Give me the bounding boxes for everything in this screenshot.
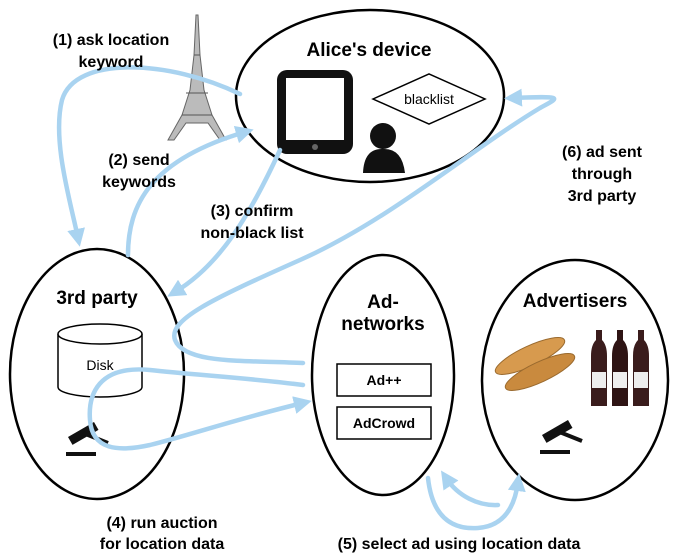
blacklist-box: blacklist bbox=[371, 73, 487, 125]
step-2-label: (2) send keywords bbox=[102, 152, 176, 191]
step-6-label: (6) ad sent through 3rd party bbox=[562, 144, 643, 205]
ad-network-item: AdCrowd bbox=[336, 406, 432, 440]
flow-step-2 bbox=[125, 125, 254, 258]
person-icon bbox=[363, 123, 405, 173]
flow-step-4 bbox=[87, 367, 312, 451]
step-3-label: (3) confirm non-black list bbox=[200, 203, 304, 242]
advertisers-node bbox=[480, 258, 670, 502]
svg-text:(5) select ad using location d: (5) select ad using location data bbox=[338, 536, 581, 553]
step-5-label: (5) select ad using location data bbox=[338, 536, 581, 553]
svg-text:3rd party: 3rd party bbox=[568, 188, 637, 205]
tablet-icon bbox=[277, 70, 353, 154]
svg-text:(3) confirm: (3) confirm bbox=[211, 203, 294, 220]
svg-text:keywords: keywords bbox=[102, 174, 176, 191]
svg-text:(2) send: (2) send bbox=[108, 152, 169, 169]
flow-step-5 bbox=[425, 473, 526, 531]
svg-text:through: through bbox=[572, 166, 632, 183]
svg-text:(6) ad sent: (6) ad sent bbox=[562, 144, 643, 161]
flow-step-6 bbox=[172, 88, 557, 366]
ad-networks-title-line2: networks bbox=[341, 314, 424, 335]
step-4-label: (4) run auction for location data bbox=[100, 515, 225, 553]
svg-text:(4) run auction: (4) run auction bbox=[106, 515, 217, 532]
flow-step-1 bbox=[56, 65, 243, 247]
advertisers-title: Advertisers bbox=[523, 291, 628, 312]
svg-text:(1) ask location: (1) ask location bbox=[53, 32, 169, 49]
disk-label: Disk bbox=[86, 357, 114, 373]
svg-text:keyword: keyword bbox=[79, 54, 144, 71]
svg-text:non-black list: non-black list bbox=[200, 225, 304, 242]
wine-bottle-icon bbox=[591, 330, 649, 406]
step-1-label: (1) ask location keyword bbox=[53, 32, 169, 71]
third-party-title: 3rd party bbox=[56, 288, 138, 309]
ad-network-item: Ad++ bbox=[336, 363, 432, 397]
blacklist-label: blacklist bbox=[404, 91, 454, 107]
disk-icon: Disk bbox=[57, 323, 143, 398]
svg-text:for location data: for location data bbox=[100, 536, 225, 553]
ad-network-item-label: AdCrowd bbox=[353, 415, 415, 431]
ad-network-item-label: Ad++ bbox=[366, 372, 401, 388]
alice-device-title: Alice's device bbox=[307, 40, 432, 61]
ad-networks-title-line1: Ad- bbox=[367, 292, 399, 313]
baguette-icon bbox=[494, 337, 576, 391]
flow-step-3 bbox=[167, 147, 283, 297]
gavel-icon bbox=[540, 420, 583, 454]
flow-step-5-return bbox=[441, 470, 501, 508]
